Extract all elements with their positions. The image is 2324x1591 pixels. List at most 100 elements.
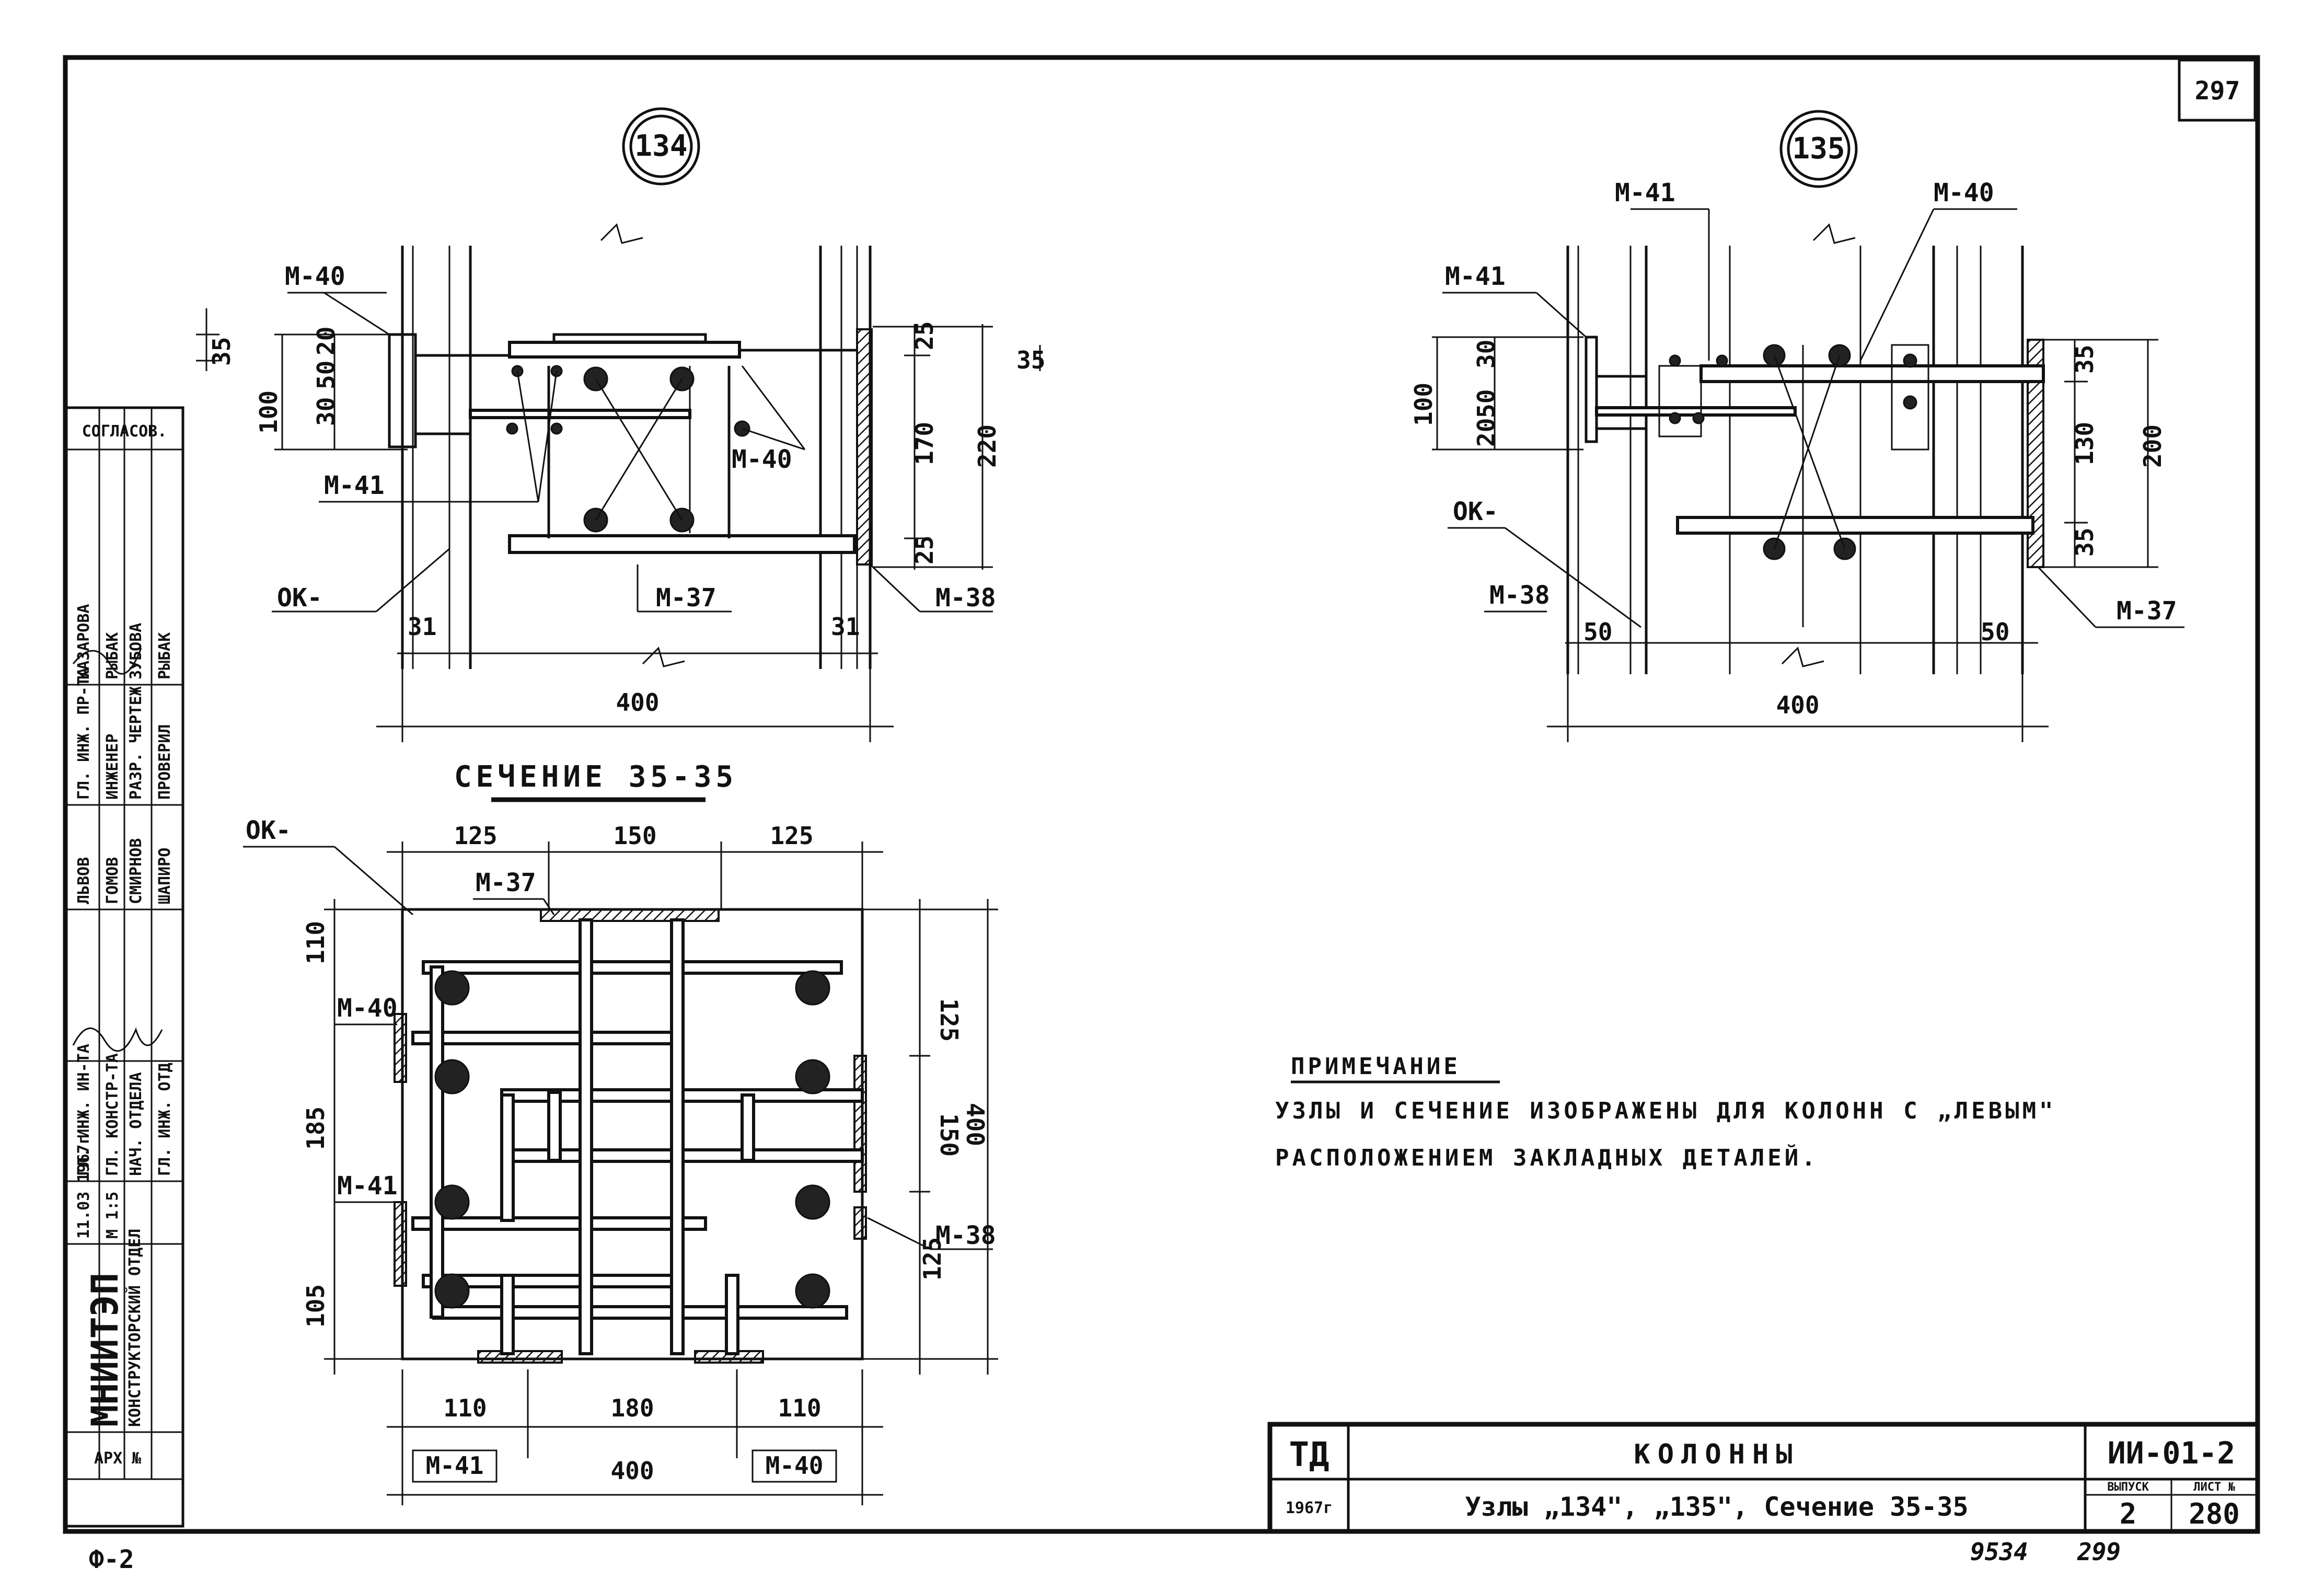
n134-dim-20: 20 bbox=[312, 327, 340, 355]
node-134: 134 bbox=[196, 107, 1045, 742]
stamp-role-3: НАЧ. ОТДЕЛА bbox=[127, 1072, 145, 1176]
section-35-35: СЕЧЕНИЕ 35-35 bbox=[243, 760, 998, 1505]
title-main: КОЛОННЫ bbox=[1634, 1439, 1799, 1470]
section-label-m37: M-37 bbox=[476, 868, 536, 897]
n135-dim-400: 400 bbox=[1776, 691, 1819, 719]
n135-dim-30: 30 bbox=[1472, 340, 1500, 368]
note-line-2: РАСПОЛОЖЕНИЕМ ЗАКЛАДНЫХ ДЕТАЛЕЙ. bbox=[1275, 1144, 1819, 1171]
n134-dim-25b: 25 bbox=[910, 536, 939, 564]
n135-dim-50: 50 bbox=[1472, 389, 1500, 418]
title-sheet-no: 280 bbox=[2189, 1497, 2240, 1530]
n134-dim-25a: 25 bbox=[910, 321, 939, 350]
stamp-role-5: ГЛ. ИНЖ. ПР-ТА bbox=[75, 667, 93, 800]
section-dim-r150: 150 bbox=[935, 1113, 963, 1157]
section-dim-b110b: 110 bbox=[778, 1394, 821, 1422]
n134-dim-100: 100 bbox=[255, 390, 283, 434]
section-dim-b110a: 110 bbox=[443, 1394, 487, 1422]
n134-label-m40: M-40 bbox=[285, 262, 345, 291]
n135-dim-20: 20 bbox=[1472, 418, 1500, 447]
section-label-m41b: M-41 bbox=[426, 1451, 484, 1480]
section-label-ok: OK- bbox=[246, 816, 291, 845]
section-dim-b180: 180 bbox=[610, 1394, 654, 1422]
section-dim-l185: 185 bbox=[302, 1106, 330, 1150]
stamp-org: МНИИТЭП bbox=[84, 1273, 126, 1427]
n134-dim-35b: 35 bbox=[1016, 346, 1045, 374]
title-td: ТД bbox=[1289, 1436, 1329, 1474]
stamp-name-6: РЫБАК bbox=[103, 632, 122, 679]
n135-label-m41a: M-41 bbox=[1615, 178, 1675, 207]
n134-dim-400: 400 bbox=[616, 688, 659, 717]
n135-dim-35b: 35 bbox=[2071, 528, 2099, 557]
stamp-name-8: РЫБАК bbox=[156, 632, 174, 679]
title-subtitle: Узлы „134", „135", Сечение 35-35 bbox=[1465, 1492, 1968, 1522]
n135-label-m41b: M-41 bbox=[1445, 262, 1506, 291]
n135-label-m40: M-40 bbox=[1934, 178, 1994, 207]
note-title: ПРИМЕЧАНИЕ bbox=[1291, 1053, 1461, 1080]
n134-dim-31b: 31 bbox=[831, 613, 860, 641]
n134-dim-220: 220 bbox=[973, 424, 1001, 468]
section-dim-l110: 110 bbox=[302, 921, 330, 964]
n134-label-ok: OK- bbox=[277, 583, 322, 613]
section-dim-t150: 150 bbox=[613, 822, 656, 850]
n134-label-m40b: M-40 bbox=[732, 445, 792, 474]
stamp-role-7: РАЗР. ЧЕРТЕЖ bbox=[127, 686, 145, 800]
stamp-name-2: ГОМОВ bbox=[103, 857, 122, 904]
n134-dim-35a: 35 bbox=[207, 337, 236, 366]
section-label-m38: M-38 bbox=[935, 1221, 996, 1250]
stamp-agreed: СОГЛАСОВ. bbox=[82, 422, 167, 441]
title-issue: 2 bbox=[2120, 1497, 2137, 1530]
stamp-date: 11.03 1967г bbox=[75, 1135, 93, 1239]
stamp-role-2: ГЛ. КОНСТР-ТА bbox=[103, 1053, 122, 1176]
section-label-m41: M-41 bbox=[337, 1171, 398, 1201]
note-line-1: УЗЛЫ И СЕЧЕНИЕ ИЗОБРАЖЕНЫ ДЛЯ КОЛОНН С „… bbox=[1275, 1098, 2056, 1124]
signature-mark bbox=[72, 648, 142, 675]
node-135: 135 bbox=[1409, 110, 2184, 742]
stamp-arch: АРХ № bbox=[94, 1449, 142, 1468]
n135-dim-200: 200 bbox=[2138, 424, 2167, 468]
title-year: 1967г bbox=[1286, 1499, 1333, 1517]
n134-dim-31a: 31 bbox=[408, 613, 436, 641]
section-dim-t125b: 125 bbox=[770, 822, 813, 850]
n134-dim-50: 50 bbox=[312, 361, 340, 389]
n134-dim-30: 30 bbox=[312, 397, 340, 426]
n134-label-m41: M-41 bbox=[324, 471, 385, 500]
section-dim-r125b: 125 bbox=[918, 1237, 946, 1281]
stamp-role-6: ИНЖЕНЕР bbox=[103, 734, 122, 800]
stamp-dept: КОНСТРУКТОРСКИЙ ОТДЕЛ bbox=[125, 1229, 144, 1427]
side-stamp: СОГЛАСОВ. МНИИТЭП КОНСТРУКТОРСКИЙ ОТДЕЛ … bbox=[64, 406, 184, 1528]
bottom-left-code: Ф-2 bbox=[89, 1545, 134, 1574]
stamp-role-1: ГЛ. ИНЖ. ИН-ТА bbox=[75, 1044, 93, 1176]
n134-label-m37: M-37 bbox=[656, 583, 716, 613]
section-dim-t125a: 125 bbox=[454, 822, 497, 850]
node-134-bubble: 134 bbox=[634, 129, 687, 163]
section-label-m40b: M-40 bbox=[766, 1451, 824, 1480]
n134-label-m38: M-38 bbox=[935, 583, 996, 613]
bottom-number-2: 299 bbox=[2077, 1538, 2121, 1566]
title-series: ИИ-01-2 bbox=[2108, 1435, 2235, 1471]
stamp-name-5: КАЗАРОВА bbox=[75, 604, 93, 680]
section-dim-r125a: 125 bbox=[935, 998, 963, 1042]
section-title: СЕЧЕНИЕ 35-35 bbox=[454, 760, 737, 794]
n135-dim-50b: 50 bbox=[1981, 618, 2009, 646]
stamp-name-4: ШАПИРО bbox=[156, 848, 174, 904]
section-dim-r400: 400 bbox=[961, 1103, 989, 1146]
section-label-m40: M-40 bbox=[337, 994, 398, 1023]
stamp-role-8: ПРОВЕРИЛ bbox=[156, 724, 174, 800]
title-issue-label: ВЫПУСК bbox=[2107, 1481, 2149, 1494]
stamp-name-7: ЗУБОВА bbox=[127, 623, 145, 679]
page-number: 297 bbox=[2195, 76, 2240, 106]
n135-label-m37: M-37 bbox=[2117, 596, 2177, 626]
title-sheet-label: ЛИСТ № bbox=[2193, 1481, 2235, 1494]
n134-dim-170: 170 bbox=[910, 422, 939, 465]
n135-label-ok: OK- bbox=[1453, 497, 1498, 526]
stamp-name-3: СМИРНОВ bbox=[127, 838, 145, 904]
note-block: ПРИМЕЧАНИЕ УЗЛЫ И СЕЧЕНИЕ ИЗОБРАЖЕНЫ ДЛЯ… bbox=[1275, 1053, 2056, 1171]
stamp-scale: М 1:5 bbox=[103, 1192, 122, 1239]
stamp-role-4: ГЛ. ИНЖ. ОТД bbox=[156, 1063, 174, 1176]
n135-dim-100: 100 bbox=[1409, 383, 1438, 426]
title-block: ТД 1967г КОЛОННЫ Узлы „134", „135", Сече… bbox=[1267, 1422, 2260, 1534]
n135-label-m38: M-38 bbox=[1489, 581, 1550, 610]
node-135-bubble: 135 bbox=[1792, 132, 1845, 166]
sheet-frame: 297 Ф-2 9534 299 bbox=[63, 55, 2260, 1574]
